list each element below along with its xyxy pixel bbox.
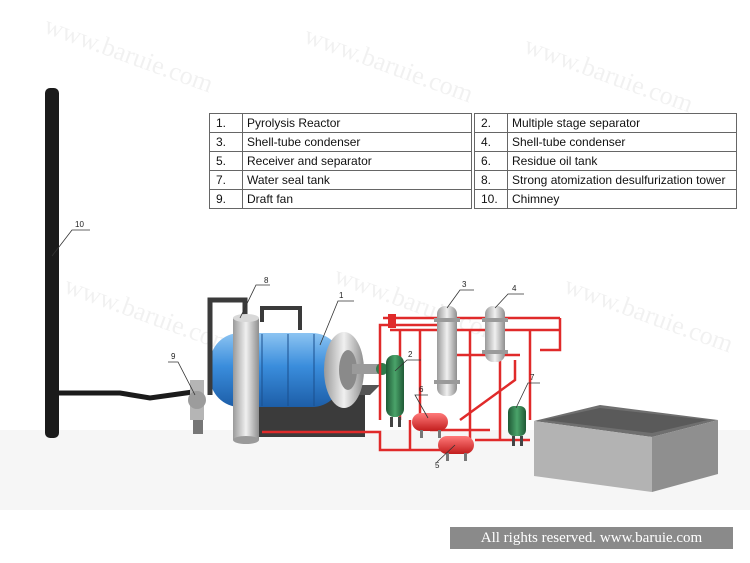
chimney: [45, 88, 201, 438]
legend-number: 2.: [474, 113, 508, 133]
reactor-pipe: [260, 306, 302, 330]
callout-1: 1: [339, 291, 344, 300]
residue-oil-tank: [412, 413, 448, 438]
callout-2: 2: [408, 350, 413, 359]
legend-number: 5.: [209, 151, 243, 171]
legend-number: 6.: [474, 151, 508, 171]
shell-tube-condenser-3: [434, 306, 460, 396]
legend-number: 10.: [474, 189, 508, 209]
legend-label: Multiple stage separator: [507, 113, 737, 133]
legend-number: 9.: [209, 189, 243, 209]
callout-8: 8: [264, 276, 269, 285]
water-seal-tank: [508, 406, 526, 446]
legend-number: 3.: [209, 132, 243, 152]
copyright-footer: All rights reserved. www.baruie.com: [450, 527, 733, 549]
legend-number: 1.: [209, 113, 243, 133]
pipe-fitting: [388, 314, 396, 328]
callout-3: 3: [462, 280, 467, 289]
desulfurization-tower: [233, 314, 259, 444]
legend-label: Residue oil tank: [507, 151, 737, 171]
callout-10: 10: [75, 220, 84, 229]
callout-5: 5: [435, 461, 440, 470]
callout-4: 4: [512, 284, 517, 293]
draft-fan: [188, 380, 206, 434]
legend-number: 4.: [474, 132, 508, 152]
legend-number: 8.: [474, 170, 508, 190]
legend-label: Shell-tube condenser: [507, 132, 737, 152]
callout-9: 9: [171, 352, 176, 361]
legend-label: Pyrolysis Reactor: [242, 113, 472, 133]
callout-7: 7: [530, 373, 535, 382]
cooling-pool: [534, 405, 718, 492]
legend-label: Water seal tank: [242, 170, 472, 190]
shell-tube-condenser-4: [482, 306, 508, 362]
reactor-pipe: [207, 297, 248, 395]
legend-label: Receiver and separator: [242, 151, 472, 171]
legend-label: Draft fan: [242, 189, 472, 209]
callout-6: 6: [419, 385, 424, 394]
legend-label: Chimney: [507, 189, 737, 209]
leader-lines: [51, 229, 540, 463]
legend-label: Shell-tube condenser: [242, 132, 472, 152]
multiple-stage-separator: [386, 355, 404, 427]
legend-number: 7.: [209, 170, 243, 190]
legend-label: Strong atomization desulfurization tower: [507, 170, 737, 190]
receiver-separator: [438, 436, 474, 461]
